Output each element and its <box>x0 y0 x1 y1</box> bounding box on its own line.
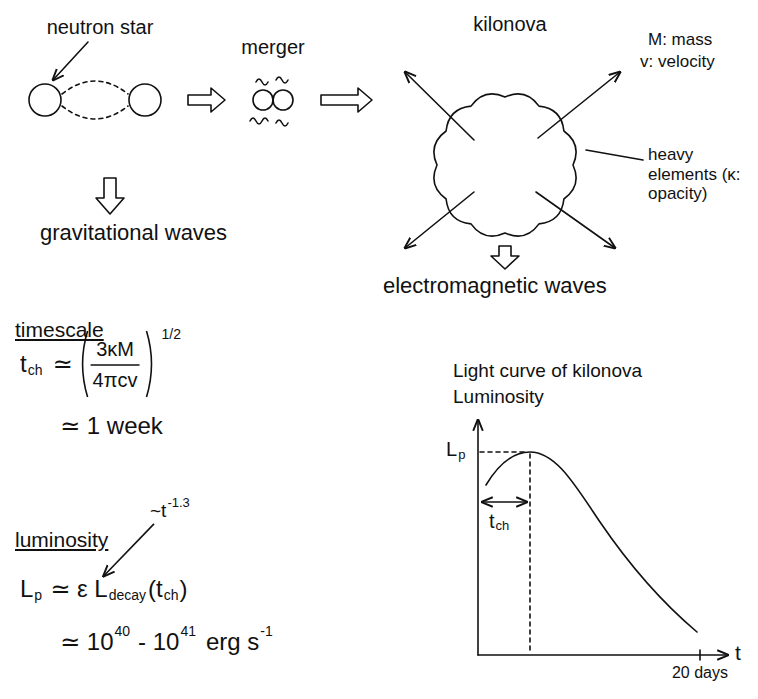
wave-squiggle <box>256 79 268 85</box>
axis-mark: p <box>458 448 465 463</box>
formula-term: -1 <box>260 623 272 639</box>
tick-label: 20 days <box>672 664 728 682</box>
stage-arrow <box>188 88 225 112</box>
peak-guide <box>529 454 531 653</box>
stage-heading: merger <box>233 35 313 59</box>
x-axis <box>478 654 728 656</box>
orbit-path <box>62 106 128 119</box>
formula-term: L <box>20 575 33 603</box>
parameter-note: M: mass <box>648 30 712 50</box>
formula-term: decay <box>109 587 146 603</box>
chart-title: Light curve of kilonova <box>453 360 642 382</box>
formula-term: erg s <box>206 628 259 656</box>
axis-label: t <box>735 641 741 665</box>
y-axis <box>477 420 479 655</box>
axis-tick <box>699 650 701 660</box>
formula-term: t <box>20 350 27 378</box>
wave-squiggle <box>250 118 268 124</box>
down-arrow <box>491 246 519 269</box>
formula-term: ch <box>164 587 179 603</box>
velocity-arrow <box>405 72 474 140</box>
parameter-note: v: velocity <box>640 52 715 72</box>
axis-mark: L <box>446 438 457 461</box>
velocity-arrow <box>538 72 620 138</box>
stage-heading: neutron star <box>20 15 180 39</box>
ejecta-outline <box>434 94 576 236</box>
neutron-star <box>29 84 61 116</box>
material-note: heavy elements (κ: opacity) <box>648 145 746 204</box>
merging-star <box>253 90 273 110</box>
formula-term: ch <box>28 362 43 378</box>
stage-arrow <box>321 88 372 112</box>
formula-term: ) <box>179 575 187 603</box>
section-heading: timescale <box>15 318 104 342</box>
velocity-arrow <box>536 192 615 248</box>
merging-star <box>273 90 293 110</box>
light-curve <box>486 452 697 632</box>
formula-term: 4πcv <box>93 369 138 392</box>
stage-group: kilonova <box>380 12 640 252</box>
formula-term: 3κM <box>96 338 134 361</box>
section-heading: luminosity <box>15 528 108 552</box>
leader-line <box>53 42 88 80</box>
formula-term: p <box>34 587 42 603</box>
formula-term: 41 <box>180 623 196 639</box>
axis-label: Luminosity <box>453 386 544 408</box>
emission-label: gravitational waves <box>40 220 227 245</box>
down-arrow <box>96 178 124 214</box>
axis-mark: t <box>489 510 495 533</box>
emission-label: electromagnetic waves <box>383 273 607 298</box>
parenthesis <box>147 331 152 397</box>
stage-group: neutron star <box>20 15 180 127</box>
formula-term: ~t <box>150 500 166 522</box>
wave-squiggle <box>276 77 288 83</box>
formula-term: ≃ ε L <box>50 575 108 603</box>
stage-group: merger <box>233 35 313 130</box>
formula-term: 1/2 <box>162 326 181 342</box>
formula-term: - 10 <box>138 628 179 656</box>
wave-squiggle <box>276 120 288 126</box>
formula-term: 40 <box>114 623 130 639</box>
formula-term: (t <box>148 575 163 603</box>
orbit-path <box>62 81 128 94</box>
formula-term: -1.3 <box>167 496 189 511</box>
pointer-arrow <box>104 524 154 576</box>
timescale-span <box>482 501 527 503</box>
formula-term: ≃ 1 week <box>60 412 163 440</box>
velocity-arrow <box>405 192 474 248</box>
neutron-star <box>129 84 161 116</box>
formula-term: ≃ <box>52 350 72 378</box>
leader-line <box>586 150 643 160</box>
fraction-bar <box>91 364 140 366</box>
formula-term: ≃ 10 <box>60 628 113 656</box>
stage-heading: kilonova <box>380 12 640 36</box>
axis-mark: ch <box>496 519 510 534</box>
